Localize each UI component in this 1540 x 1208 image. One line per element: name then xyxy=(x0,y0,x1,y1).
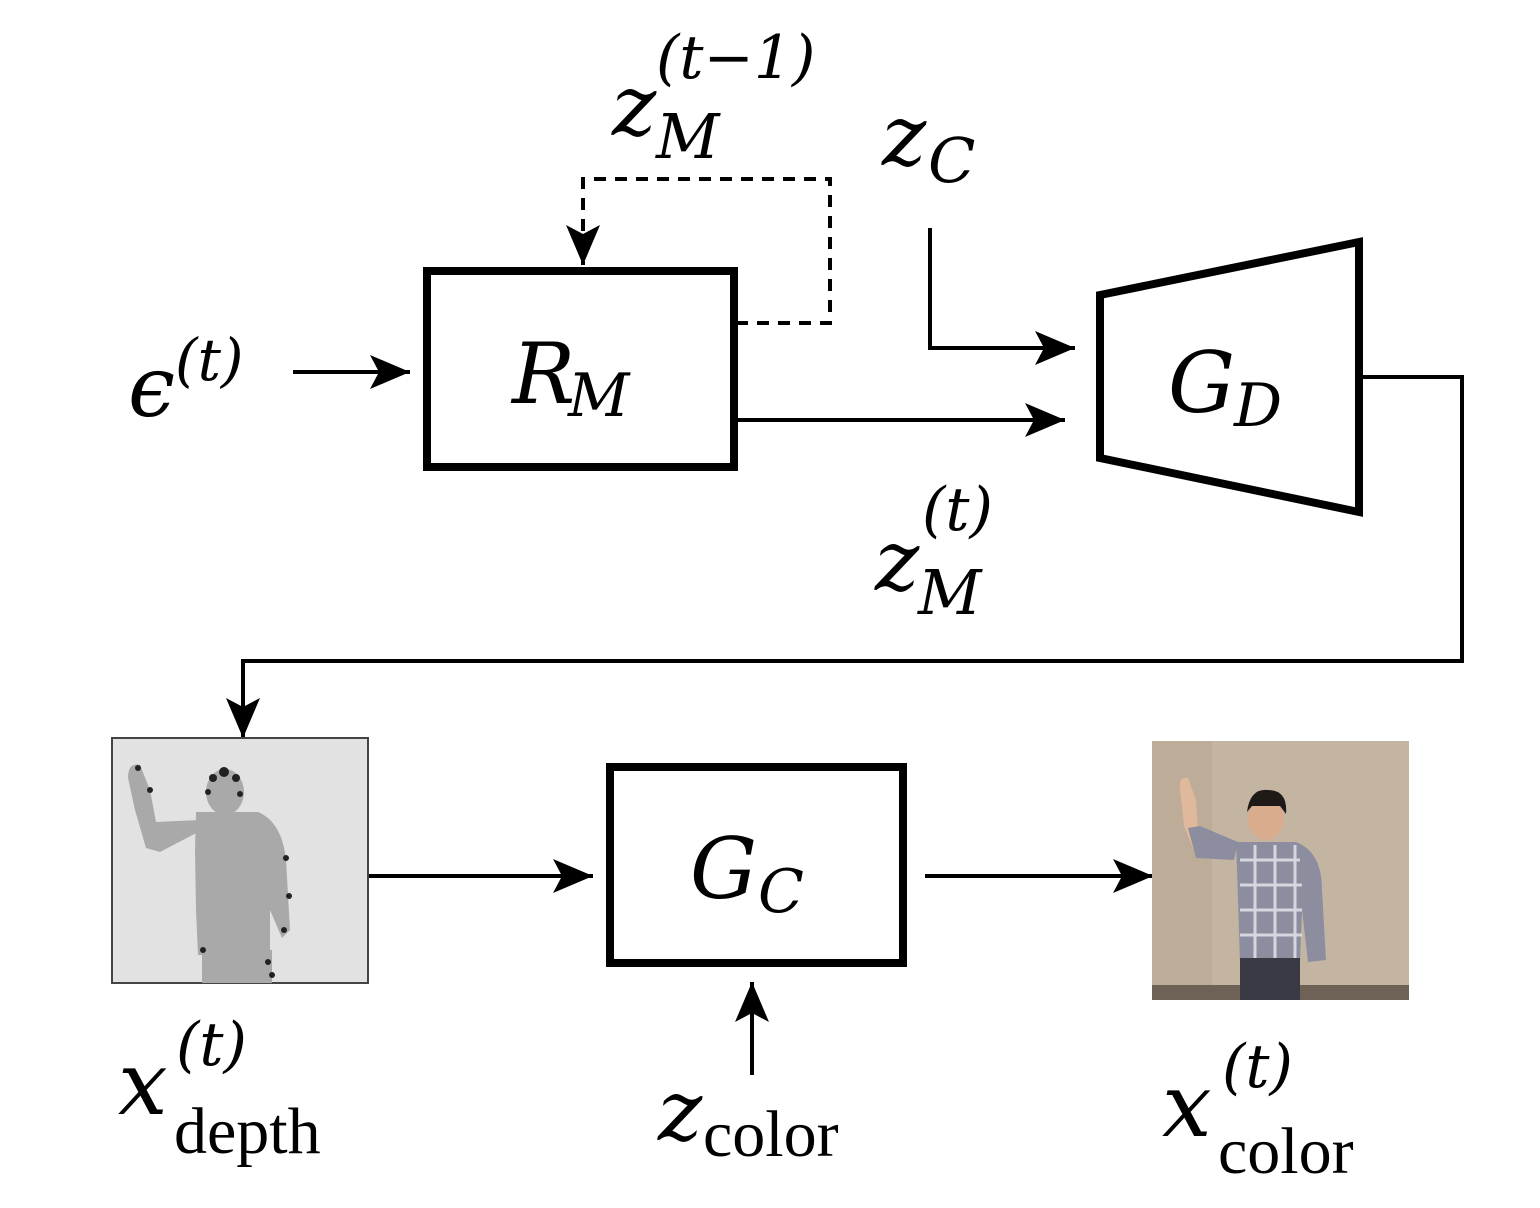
svg-text:G: G xyxy=(690,820,757,918)
svg-text:(t−1): (t−1) xyxy=(656,23,815,93)
depth-map-image xyxy=(111,737,369,984)
z-color-label: z color xyxy=(657,1062,839,1171)
r-m-label: R M xyxy=(510,325,631,431)
svg-text:z: z xyxy=(874,512,920,610)
svg-text:(t): (t) xyxy=(176,1010,247,1080)
z-m-prev-label: z M (t−1) xyxy=(611,23,815,173)
g-c-block xyxy=(606,763,907,967)
svg-text:depth: depth xyxy=(174,1095,321,1168)
svg-text:z: z xyxy=(881,87,927,185)
svg-text:color: color xyxy=(1218,1115,1354,1188)
z-m-t-label: z M (t) xyxy=(874,475,993,629)
svg-text:x: x xyxy=(1162,1054,1212,1157)
x-depth-label: x (t) depth xyxy=(118,1010,321,1168)
svg-text:x: x xyxy=(118,1032,168,1135)
g-d-trapezoid xyxy=(1096,237,1363,517)
svg-text:ϵ: ϵ xyxy=(128,338,175,436)
svg-text:M: M xyxy=(917,556,983,629)
svg-text:M: M xyxy=(655,100,721,173)
svg-text:z: z xyxy=(657,1062,703,1160)
svg-text:R: R xyxy=(510,325,575,423)
svg-text:C: C xyxy=(928,124,975,197)
g-c-label: G C xyxy=(690,820,804,927)
svg-text:M: M xyxy=(567,361,631,431)
svg-text:G: G xyxy=(1168,334,1235,432)
r-m-block xyxy=(423,267,738,471)
recurrent-dashed-loop xyxy=(566,177,832,325)
svg-text:(t): (t) xyxy=(922,475,993,545)
svg-text:C: C xyxy=(758,857,804,927)
epsilon-t-label: ϵ (t) xyxy=(128,326,244,436)
x-color-label: x (t) color xyxy=(1162,1032,1354,1188)
color-frame-image xyxy=(1152,741,1409,1000)
svg-text:z: z xyxy=(611,57,657,155)
gd-to-depth-arrow xyxy=(226,375,1464,738)
zc-to-gd-arrow xyxy=(928,228,1075,365)
z-c-label: z C xyxy=(881,87,975,197)
svg-text:color: color xyxy=(703,1098,839,1171)
svg-text:(t): (t) xyxy=(1222,1032,1293,1102)
svg-text:(t): (t) xyxy=(175,326,244,394)
g-d-label: G D xyxy=(1168,334,1282,441)
svg-text:D: D xyxy=(1233,371,1282,441)
